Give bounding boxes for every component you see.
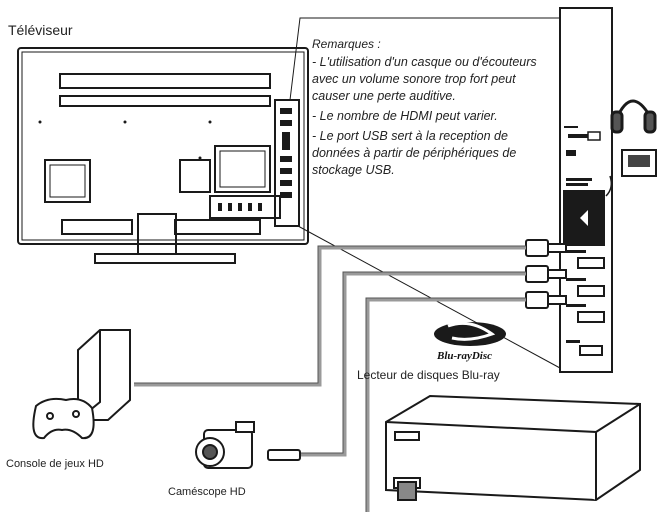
hdmi-plugs bbox=[525, 239, 567, 309]
camcorder-label: Caméscope HD bbox=[168, 486, 246, 498]
camcorder bbox=[195, 421, 301, 469]
note-item-hdmi: - Le nombre de HDMI peut varier. bbox=[312, 109, 498, 123]
callout-lines bbox=[289, 17, 561, 369]
side-port-panel bbox=[559, 7, 613, 373]
bluray-logo-icon bbox=[434, 321, 506, 346]
bluray-player bbox=[385, 394, 641, 502]
cable-outlines bbox=[134, 245, 526, 512]
headphones-icon bbox=[610, 99, 657, 134]
tv-label: Téléviseur bbox=[8, 22, 73, 38]
tv-rear-view bbox=[17, 47, 309, 264]
note-item-headphones: - L'utilisation d'un casque ou d'écouteu… bbox=[312, 55, 537, 103]
console-label: Console de jeux HD bbox=[6, 458, 104, 470]
bluray-logo-text: Blu-rayDisc bbox=[437, 350, 492, 362]
notes-heading: Remarques : bbox=[312, 37, 381, 51]
memory-card-icon bbox=[605, 149, 657, 197]
note-item-usb: - Le port USB sert à la reception de don… bbox=[312, 129, 517, 177]
bluray-player-label: Lecteur de disques Blu-ray bbox=[357, 368, 500, 382]
game-console bbox=[32, 329, 131, 440]
notes-box: Remarques : - L'utilisation d'un casque … bbox=[312, 36, 550, 182]
hdmi-cables bbox=[134, 246, 526, 512]
tv-port-details bbox=[38, 108, 292, 211]
